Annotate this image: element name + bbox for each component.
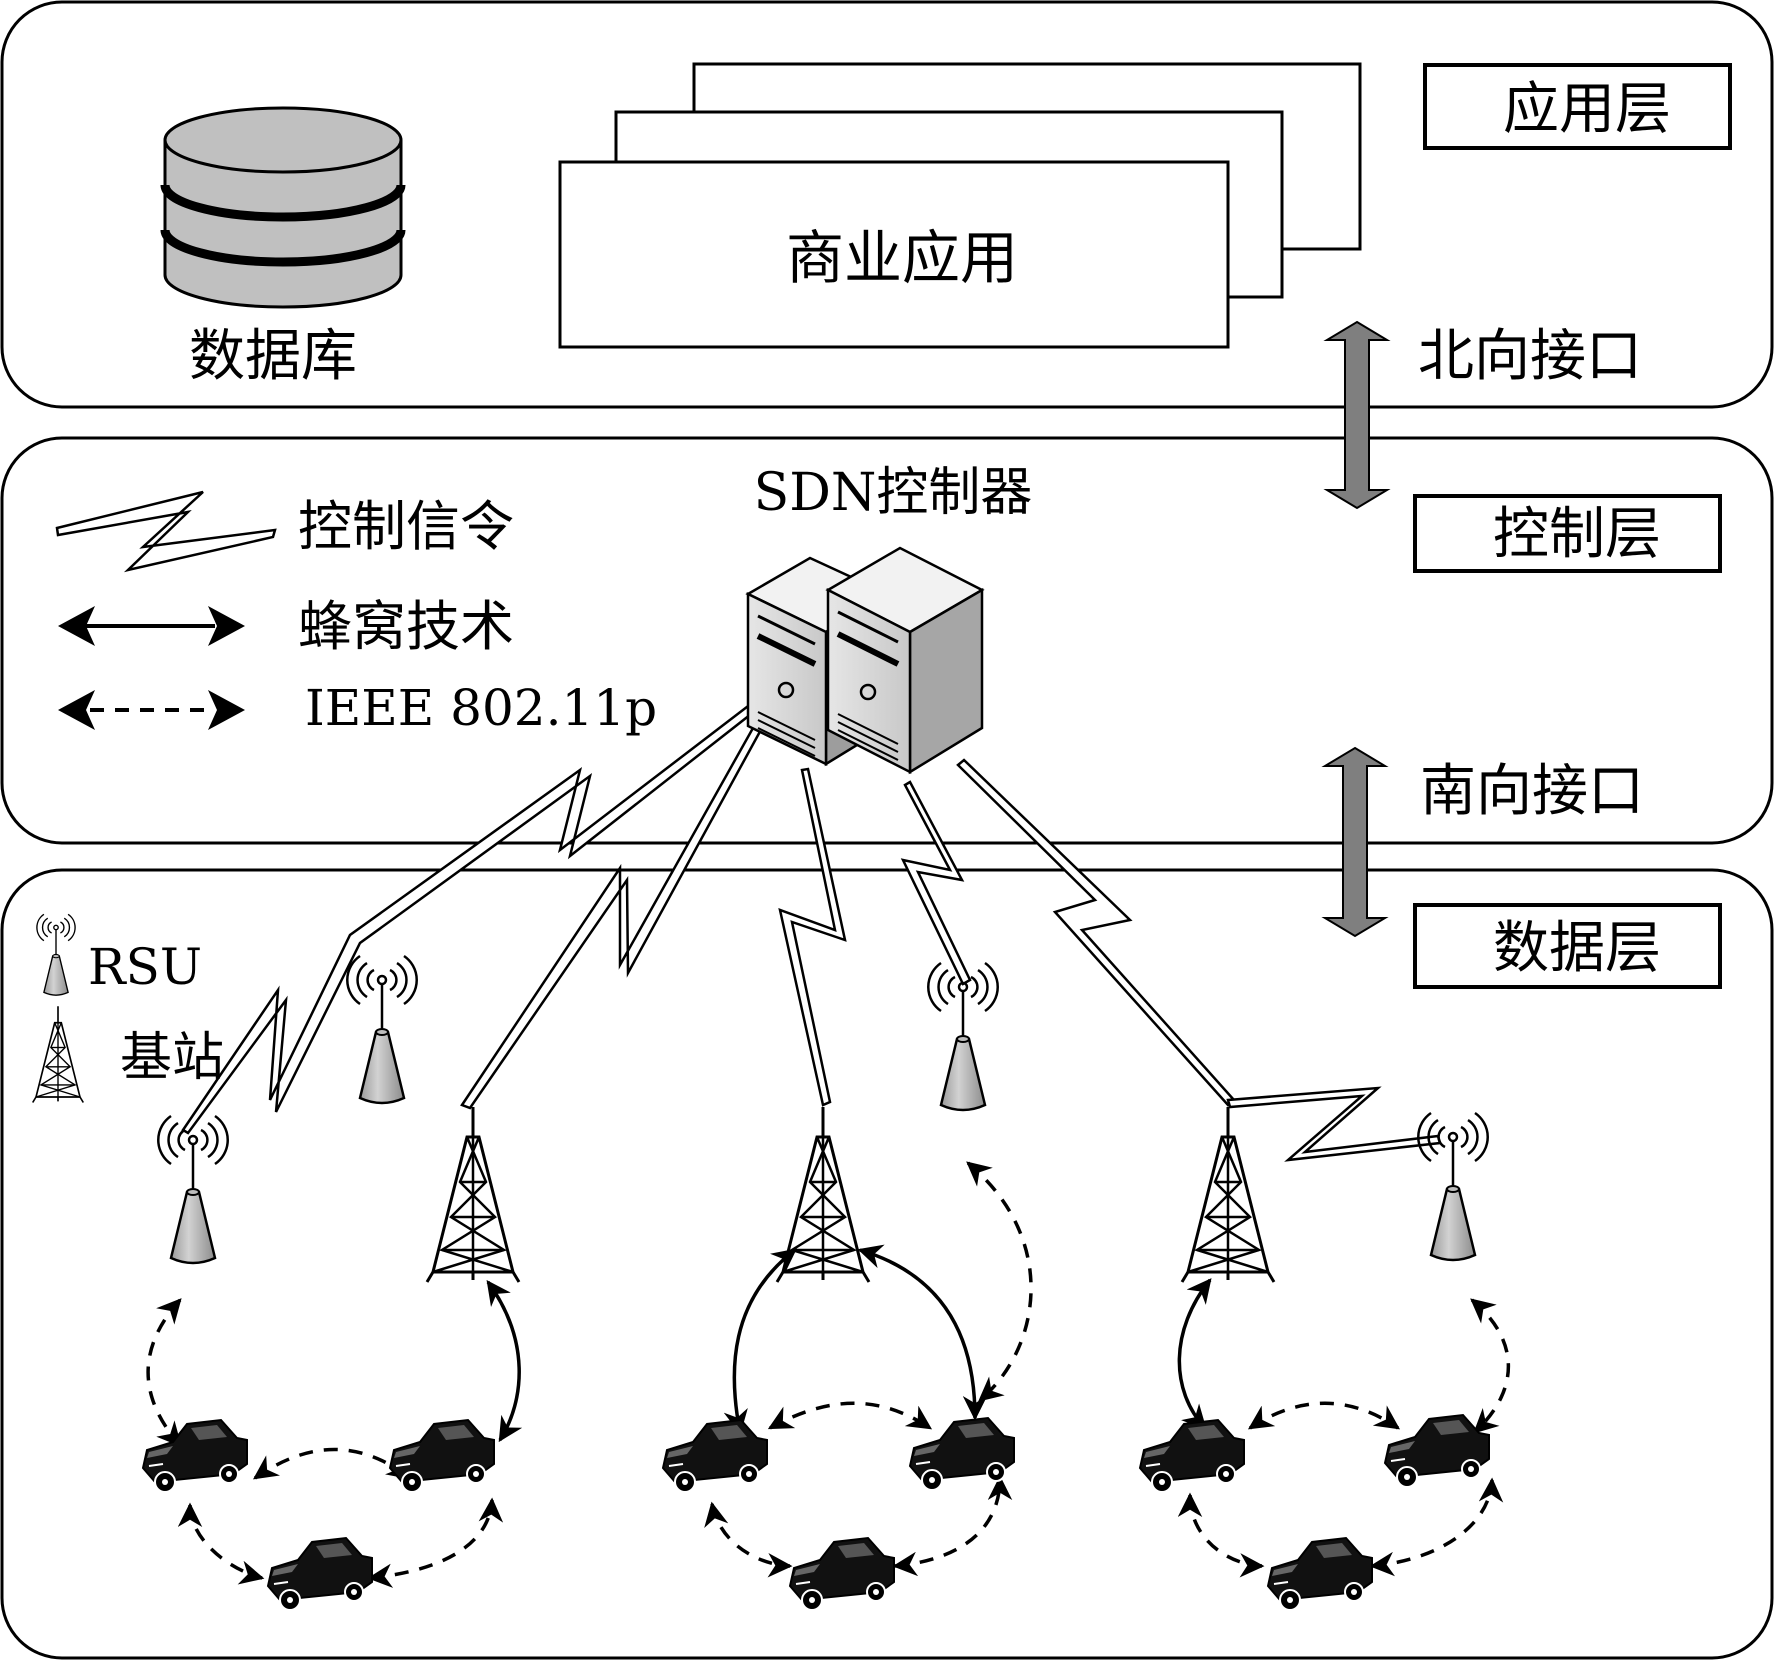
northbound-interface-arrow [1323, 320, 1391, 510]
ieee-link [892, 1475, 1013, 1577]
cellular-link [1177, 1278, 1212, 1430]
ieee-link [367, 1497, 504, 1588]
legend-ieee: IEEE 802.11p [305, 679, 657, 737]
server-icon-right [825, 546, 985, 775]
ieee-link [252, 1447, 412, 1480]
communication-links [146, 1161, 1511, 1588]
legend-solid-double-arrow [58, 606, 245, 646]
cellular-link [486, 1280, 523, 1443]
ieee-link [704, 1501, 793, 1578]
legend-base-station: 基站 [120, 1028, 224, 1088]
lightning-link-tower-right [956, 758, 1236, 1107]
controller-label: SDN控制器 [754, 463, 1033, 523]
ieee-link [767, 1401, 933, 1430]
ieee-link [177, 1502, 265, 1585]
control-layer-label: 控制层 [1493, 502, 1661, 567]
ieee-link [146, 1298, 182, 1447]
business-app-stack [558, 62, 1362, 349]
control-layer-tag [1413, 494, 1722, 573]
legend-rsu: RSU [88, 938, 202, 996]
ieee-link [1470, 1298, 1511, 1434]
legend-cellular: 蜂窝技术 [298, 595, 514, 658]
application-layer-tag [1423, 63, 1732, 150]
northbound-interface-label: 北向接口 [1418, 324, 1642, 389]
legend-dashed-double-arrow [58, 690, 245, 730]
application-layer-label: 应用层 [1503, 77, 1671, 142]
southbound-interface-arrow [1321, 746, 1389, 938]
legend-lightning-icon [55, 490, 277, 573]
data-layer-label: 数据层 [1493, 916, 1661, 981]
lightning-link-tower-mid [778, 767, 847, 1107]
database-icon [160, 106, 406, 309]
database-label: 数据库 [189, 324, 357, 389]
legend-control-signal: 控制信令 [298, 495, 514, 558]
southbound-interface-label: 南向接口 [1420, 759, 1644, 824]
lightning-link-rsu-mid [900, 780, 972, 986]
ieee-link [1247, 1401, 1401, 1430]
business-app-label: 商业应用 [786, 224, 1018, 292]
cellular-link [723, 1248, 797, 1435]
data-layer-tag [1413, 903, 1722, 989]
ieee-link [1177, 1492, 1265, 1578]
